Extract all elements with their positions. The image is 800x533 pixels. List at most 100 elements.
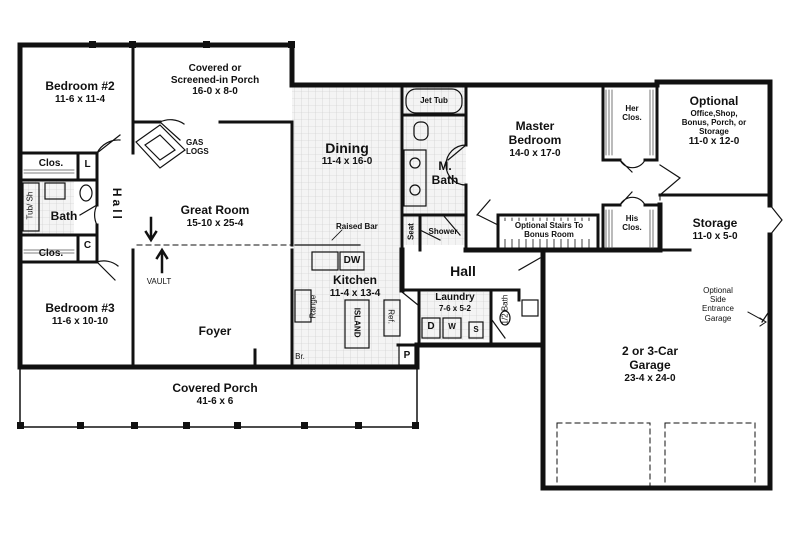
- island-label: ISLAND: [352, 299, 362, 347]
- optional-office-dims: 11-0 x 12-0: [688, 136, 740, 148]
- optional-office-label: Optional Office,Shop, Bonus, Porch, or S…: [664, 94, 764, 148]
- laundry-name: Laundry: [435, 292, 475, 303]
- raised-bar-label: Raised Bar: [336, 222, 386, 231]
- tub-shower-fixture: [22, 182, 40, 232]
- bedroom3-name: Bedroom #3: [45, 301, 115, 315]
- porch-post-8: [412, 422, 419, 429]
- covered-porch-top-dims: 16-0 x 8-0: [192, 86, 238, 97]
- dining-label: Dining 11-4 x 16-0: [302, 140, 392, 168]
- pantry-label: P: [399, 350, 415, 362]
- island-name: ISLAND: [352, 307, 362, 338]
- porch-post-4: [183, 422, 190, 429]
- half-bath-label: 1/2 Bath: [500, 290, 509, 330]
- door-her-clos[interactable]: [619, 159, 646, 173]
- wall-her-clos: [601, 83, 659, 162]
- wall-half-bath-right: [517, 288, 545, 302]
- door-shower[interactable]: [419, 214, 461, 241]
- covered-porch-top-label: Covered or Screened-in Porch 16-0 x 8-0: [150, 63, 280, 98]
- optional-stairs-line-1: Optional Stairs To: [502, 221, 596, 231]
- rear-porch-post-3: [203, 41, 210, 48]
- tub-sh-label: Tub/ Sh: [25, 188, 34, 224]
- door-bath[interactable]: [79, 204, 98, 226]
- kitchen-label: Kitchen 11-4 x 13-4: [315, 273, 395, 299]
- door-bed3[interactable]: [96, 260, 119, 281]
- pantry-name: P: [403, 350, 411, 361]
- her-closet-shelf-hatch: [605, 89, 654, 156]
- gas-logs-line-1: GAS: [186, 138, 204, 147]
- island-fixture: [344, 299, 370, 349]
- optional-stairs-line-2: Bonus Room: [502, 230, 596, 240]
- raised-bar-arrow-icon: [331, 229, 343, 241]
- great-room-dims: 15-10 x 25-4: [186, 217, 244, 229]
- wall-garage-right: [540, 232, 773, 491]
- porch-post-3: [131, 422, 138, 429]
- foyer-label: Foyer: [180, 324, 250, 339]
- m-bath-name-2: Bath: [431, 172, 459, 187]
- dryer-label: D: [422, 321, 440, 333]
- l-closet-name: L: [84, 159, 91, 170]
- dw-name: DW: [343, 255, 361, 266]
- master-bedroom-dims: 14-0 x 17-0: [509, 147, 561, 159]
- door-garage-hall[interactable]: [518, 249, 544, 291]
- hall-vertical-label: Hall: [109, 185, 124, 225]
- optional-office-sub-1: Office,Shop,: [690, 108, 738, 118]
- dining-name: Dining: [325, 140, 369, 156]
- his-clos-label: His Clos.: [614, 214, 650, 232]
- optional-side-line-4: Garage: [704, 313, 732, 323]
- pantry-fixture: [398, 344, 416, 366]
- bath-name: Bath: [50, 209, 78, 223]
- bedroom2-name: Bedroom #2: [45, 79, 115, 93]
- clos-upper-name: Clos.: [38, 158, 64, 169]
- wall-stairs-top: [496, 213, 600, 252]
- master-bedroom-label: Master Bedroom 14-0 x 17-0: [480, 119, 590, 159]
- hall-horizontal-name: Hall: [450, 263, 476, 279]
- l-closet-label: L: [80, 159, 95, 171]
- porch-post-1: [17, 422, 24, 429]
- door-mbath[interactable]: [445, 144, 467, 186]
- his-closet-shelf-hatch: [605, 209, 654, 249]
- laundry-label: Laundry 7-6 x 5-2: [420, 292, 490, 313]
- hall-vertical-name: Hall: [109, 187, 124, 222]
- dryer-fixture: [421, 317, 441, 339]
- door-half-bath[interactable]: [491, 319, 506, 339]
- door-porch[interactable]: [159, 119, 185, 141]
- laundry-dims: 7-6 x 5-2: [438, 303, 472, 313]
- his-clos-name-2: Clos.: [622, 223, 642, 233]
- door-bed2[interactable]: [96, 134, 121, 154]
- wall-his-clos: [601, 203, 662, 252]
- garage-door-left: [556, 422, 651, 489]
- half-bath-sink: [521, 299, 539, 317]
- closet-lower-hatch: [23, 249, 75, 254]
- mbath-sink-1: [409, 157, 421, 169]
- kitchen-sink-fixture: [311, 251, 339, 271]
- garage-name-2: Garage: [629, 357, 671, 372]
- door-his-clos[interactable]: [619, 191, 646, 206]
- laundry-sink-fixture: [468, 321, 484, 339]
- master-bedroom-name-2: Bedroom: [508, 132, 562, 147]
- door-storage[interactable]: [769, 204, 783, 236]
- door-master[interactable]: [476, 199, 499, 226]
- br-name: Br.: [295, 352, 305, 361]
- optional-side-line-1: Optional: [703, 286, 733, 295]
- dining-tile-floor: [292, 85, 402, 245]
- covered-porch-front-label: Covered Porch 41-6 x 6: [140, 381, 290, 407]
- wall-optional-office: [655, 83, 772, 197]
- tub-sh-name: Tub/ Sh: [25, 191, 35, 220]
- storage-dims: 11-0 x 5-0: [692, 230, 738, 242]
- door-optional-office[interactable]: [659, 164, 682, 196]
- c-closet-name: C: [83, 240, 92, 251]
- covered-porch-top-name-2: Screened-in Porch: [170, 74, 260, 86]
- ref-label: Ref.: [386, 302, 396, 332]
- sink-s-label: S: [469, 325, 483, 334]
- rear-porch-post-2: [129, 41, 136, 48]
- range-label: Range: [308, 289, 317, 325]
- refrigerator-fixture: [383, 299, 401, 337]
- mbath-vanity: [403, 149, 427, 207]
- kitchen-tile-floor: [292, 245, 400, 365]
- kitchen-dims: 11-4 x 13-4: [329, 287, 381, 299]
- door-laundry[interactable]: [401, 291, 419, 306]
- optional-side-line-3: Entrance: [701, 304, 735, 314]
- her-clos-name-1: Her: [625, 104, 639, 113]
- great-room-name: Great Room: [180, 203, 250, 217]
